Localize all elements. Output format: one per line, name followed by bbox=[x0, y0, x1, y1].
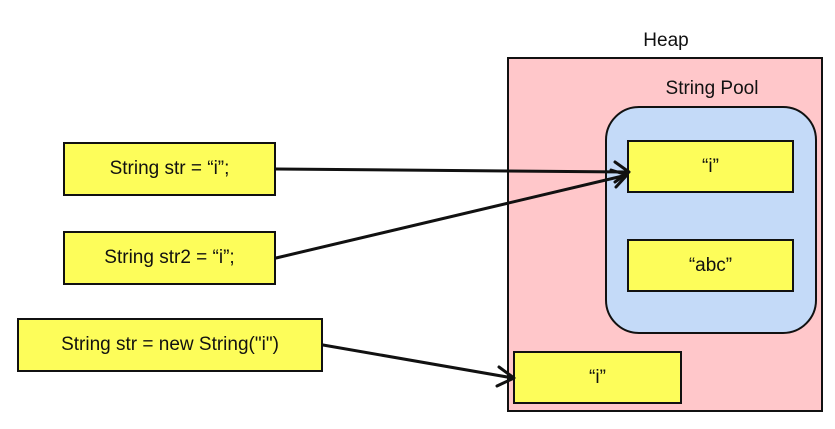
variable-str2: String str2 = “i”; bbox=[63, 231, 276, 285]
pool-entry-i: “i” bbox=[627, 140, 794, 193]
variable-str-new: String str = new String("i") bbox=[17, 318, 323, 372]
string-pool-label: String Pool bbox=[665, 78, 759, 99]
arrow-new-to-heap-object bbox=[321, 343, 515, 380]
heap-object-i: “i” bbox=[513, 351, 682, 404]
pool-entry-abc: “abc” bbox=[627, 239, 794, 292]
variable-str: String str = “i”; bbox=[63, 142, 276, 196]
heap-label: Heap bbox=[643, 30, 689, 51]
